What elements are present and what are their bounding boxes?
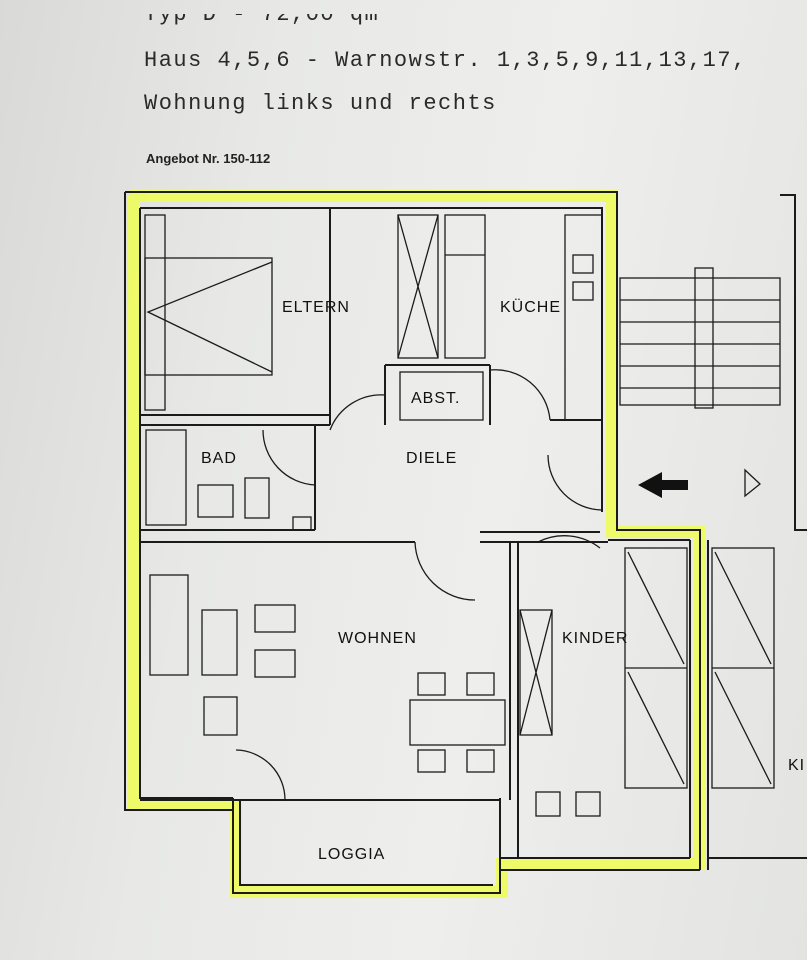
room-label-wohnen: WOHNEN: [338, 630, 417, 647]
stairwell: [619, 194, 807, 870]
offer-number: Angebot Nr. 150-112: [146, 151, 271, 166]
entrance-arrow-icon: [638, 472, 688, 498]
toilet: [244, 477, 270, 519]
unit-line: Wohnung links und rechts: [144, 91, 497, 116]
wardrobe: [397, 214, 439, 359]
bathtub: [145, 429, 187, 526]
outer-walls: [124, 191, 701, 894]
room-label-eltern: ELTERN: [282, 299, 350, 316]
doors: [235, 369, 603, 801]
furniture: [144, 214, 688, 817]
room-label-loggia: LOGGIA: [318, 846, 385, 863]
room-label-kinder: KINDER: [562, 630, 628, 647]
room-label-bad: BAD: [201, 450, 237, 467]
room-label-neighbor: KI: [788, 757, 805, 774]
kitchen-counter: [564, 214, 603, 421]
room-label-diele: DIELE: [406, 450, 457, 467]
room-label-abst: ABST.: [411, 390, 460, 407]
kids-wardrobe: [519, 609, 553, 736]
dining-table: [409, 699, 506, 746]
interior-walls: [140, 208, 608, 858]
sink: [197, 484, 234, 518]
double-bed: [144, 257, 273, 376]
apartment-type-line: Typ D - 72,00 qm: [144, 2, 380, 27]
apartment-outline-highlight: [128, 190, 706, 898]
room-label-kueche: KÜCHE: [500, 298, 561, 316]
address-line: Haus 4,5,6 - Warnowstr. 1,3,5,9,11,13,17…: [144, 48, 747, 73]
sofa: [149, 574, 189, 676]
